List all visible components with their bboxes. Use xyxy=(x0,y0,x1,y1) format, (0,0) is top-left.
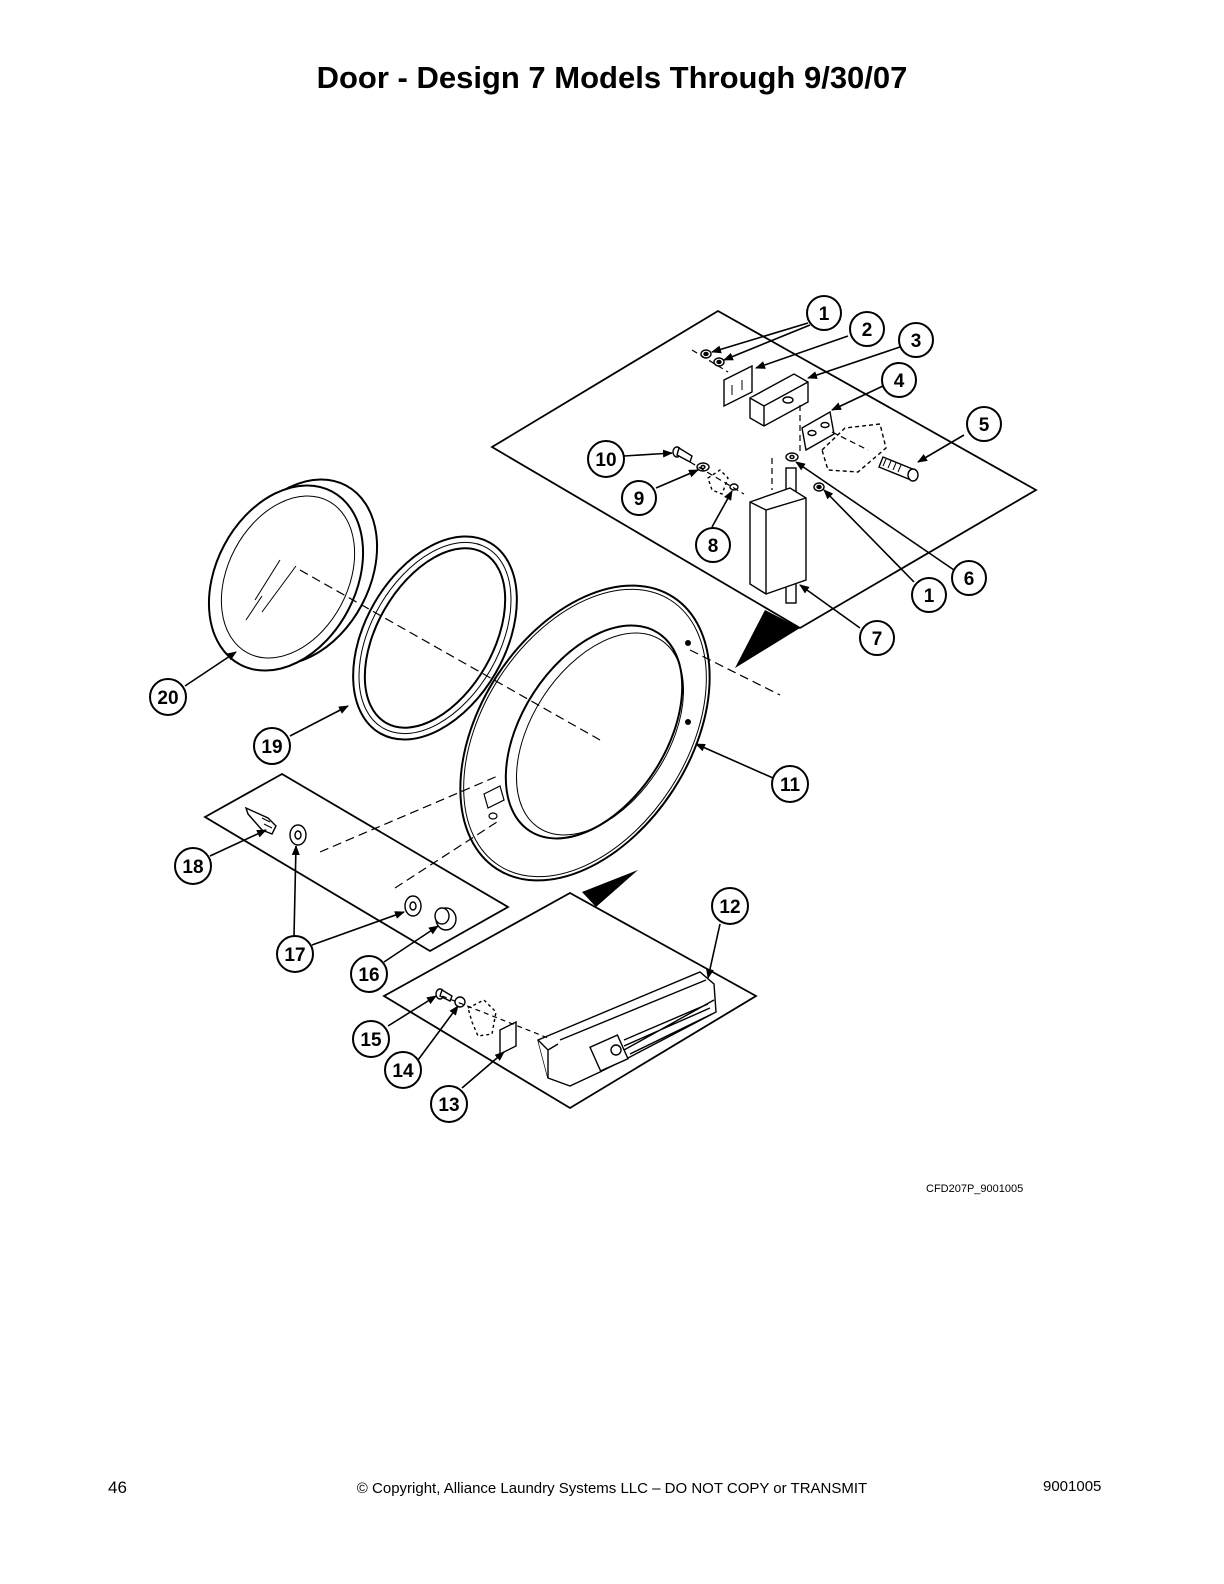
hinge-plate-icon xyxy=(723,364,753,408)
cap-nut-icon xyxy=(434,907,457,931)
svg-text:17: 17 xyxy=(284,945,305,966)
svg-text:13: 13 xyxy=(438,1095,459,1116)
svg-text:3: 3 xyxy=(911,331,922,352)
svg-text:9: 9 xyxy=(634,489,645,510)
callout-19: 19 xyxy=(253,727,291,765)
latch-parts xyxy=(244,806,457,931)
hinge-bracket-icon xyxy=(749,467,807,604)
screw-icon xyxy=(878,456,919,482)
handle-panel-pointer xyxy=(582,870,638,907)
svg-text:7: 7 xyxy=(872,629,883,650)
striker-pin-icon xyxy=(244,806,277,835)
svg-text:15: 15 xyxy=(360,1030,382,1051)
screw-icon xyxy=(435,988,453,1002)
callout-5: 5 xyxy=(966,406,1002,442)
hinge-panel-pointer xyxy=(735,610,800,668)
callout-3: 3 xyxy=(898,322,934,358)
door-gasket xyxy=(352,535,518,741)
svg-text:20: 20 xyxy=(157,688,178,709)
callout-11: 11 xyxy=(771,765,809,803)
page-title: Door - Design 7 Models Through 9/30/07 xyxy=(316,60,908,95)
callout-17: 17 xyxy=(276,935,314,973)
callout-18: 18 xyxy=(174,847,212,885)
leader-lines xyxy=(184,322,965,1089)
svg-text:19: 19 xyxy=(261,737,282,758)
door-glass xyxy=(207,478,379,672)
callout-20: 20 xyxy=(149,678,187,716)
clip-icon xyxy=(499,1020,517,1056)
callout-16: 16 xyxy=(350,955,388,993)
handle-panel xyxy=(382,891,758,1110)
callout-6: 6 xyxy=(951,560,987,596)
callout-4: 4 xyxy=(881,362,917,398)
callout-12: 12 xyxy=(711,887,749,925)
svg-text:2: 2 xyxy=(862,320,873,341)
callout-8: 8 xyxy=(695,527,731,563)
svg-text:1: 1 xyxy=(819,304,830,325)
hidden-clip-icon xyxy=(707,469,729,495)
hinge-assembly-panel xyxy=(490,309,1038,630)
svg-text:1: 1 xyxy=(924,586,935,607)
washer-icon xyxy=(729,483,739,491)
callout-1: 1 xyxy=(911,577,947,613)
hinge-plate-icon xyxy=(801,410,835,452)
drawing-code: CFD207P_9001005 xyxy=(926,1183,1024,1195)
callout-15: 15 xyxy=(352,1020,390,1058)
callout-1: 1 xyxy=(806,295,842,331)
hinge-parts xyxy=(672,349,919,604)
hidden-clip-icon xyxy=(467,999,497,1037)
callout-7: 7 xyxy=(859,620,895,656)
document-number: 9001005 xyxy=(1043,1478,1102,1495)
svg-text:8: 8 xyxy=(708,536,719,557)
hidden-bracket-icon xyxy=(821,423,887,473)
svg-text:12: 12 xyxy=(719,897,740,918)
screw-icon xyxy=(672,446,693,464)
svg-text:18: 18 xyxy=(182,857,203,878)
svg-text:14: 14 xyxy=(392,1061,414,1082)
callout-13: 13 xyxy=(430,1085,468,1123)
svg-text:16: 16 xyxy=(358,965,379,986)
page-number: 46 xyxy=(108,1478,127,1497)
svg-text:11: 11 xyxy=(780,775,801,796)
callouts: 1 2 3 4 5 10 9 8 xyxy=(149,295,1002,1123)
latch-panel xyxy=(203,772,510,953)
lock-washer-icon xyxy=(454,996,466,1008)
callout-9: 9 xyxy=(621,480,657,516)
callout-14: 14 xyxy=(384,1051,422,1089)
door-handle-icon xyxy=(537,971,717,1087)
callout-2: 2 xyxy=(849,311,885,347)
svg-text:6: 6 xyxy=(964,569,975,590)
door-ring xyxy=(459,584,711,882)
svg-text:10: 10 xyxy=(595,450,616,471)
svg-text:4: 4 xyxy=(894,371,905,392)
copyright-notice: © Copyright, Alliance Laundry Systems LL… xyxy=(356,1480,868,1497)
svg-text:5: 5 xyxy=(979,415,990,436)
callout-10: 10 xyxy=(587,440,625,478)
handle-parts xyxy=(435,971,717,1087)
